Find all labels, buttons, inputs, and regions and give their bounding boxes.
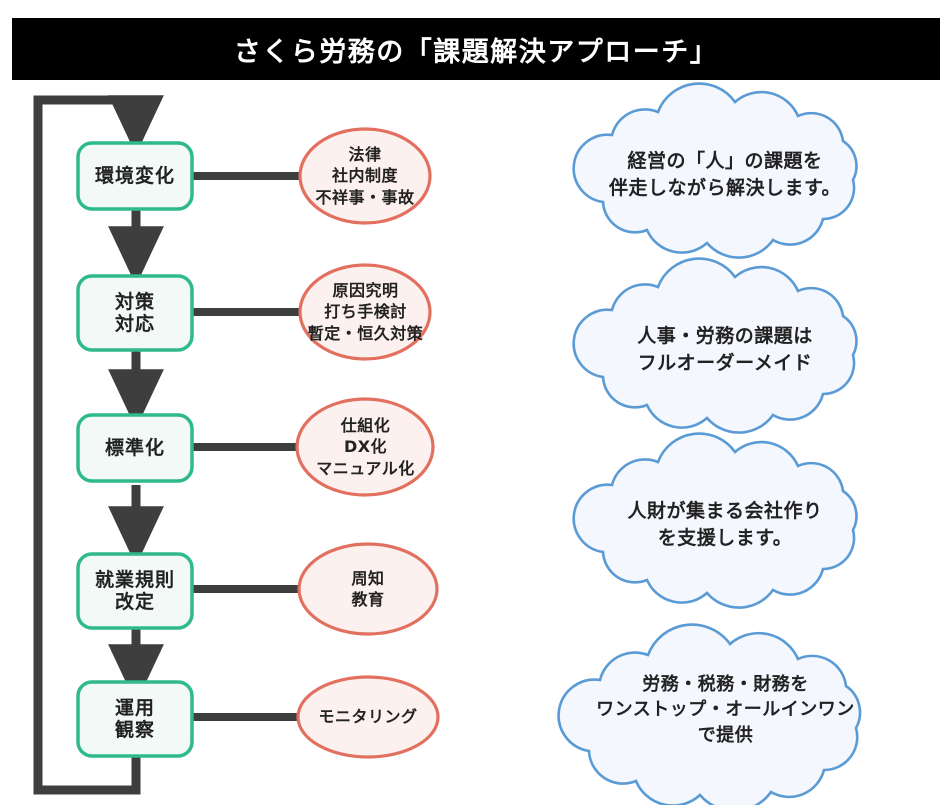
feedback-loop-arrow (33, 95, 164, 795)
detail-ellipse-3[interactable] (295, 397, 435, 497)
stage-box-1[interactable] (76, 141, 194, 211)
detail-ellipse-5[interactable] (296, 675, 440, 759)
page-title: さくら労務の「課題解決アプローチ」 (233, 36, 719, 68)
cloud-shape-3[interactable] (572, 432, 858, 609)
cloud-shape-4[interactable] (557, 623, 862, 805)
stage-box-5[interactable] (76, 680, 194, 758)
title-banner: さくら労務の「課題解決アプローチ」 (12, 18, 940, 80)
detail-ellipse-2[interactable] (298, 263, 432, 361)
detail-ellipse-1[interactable] (298, 127, 432, 225)
stage-box-4[interactable] (76, 552, 194, 630)
cloud-shape-1[interactable] (572, 82, 858, 259)
stage-box-3[interactable] (76, 413, 194, 483)
detail-ellipse-4[interactable] (297, 542, 439, 636)
cloud-shape-2[interactable] (572, 257, 858, 434)
stage-box-2[interactable] (76, 274, 194, 352)
